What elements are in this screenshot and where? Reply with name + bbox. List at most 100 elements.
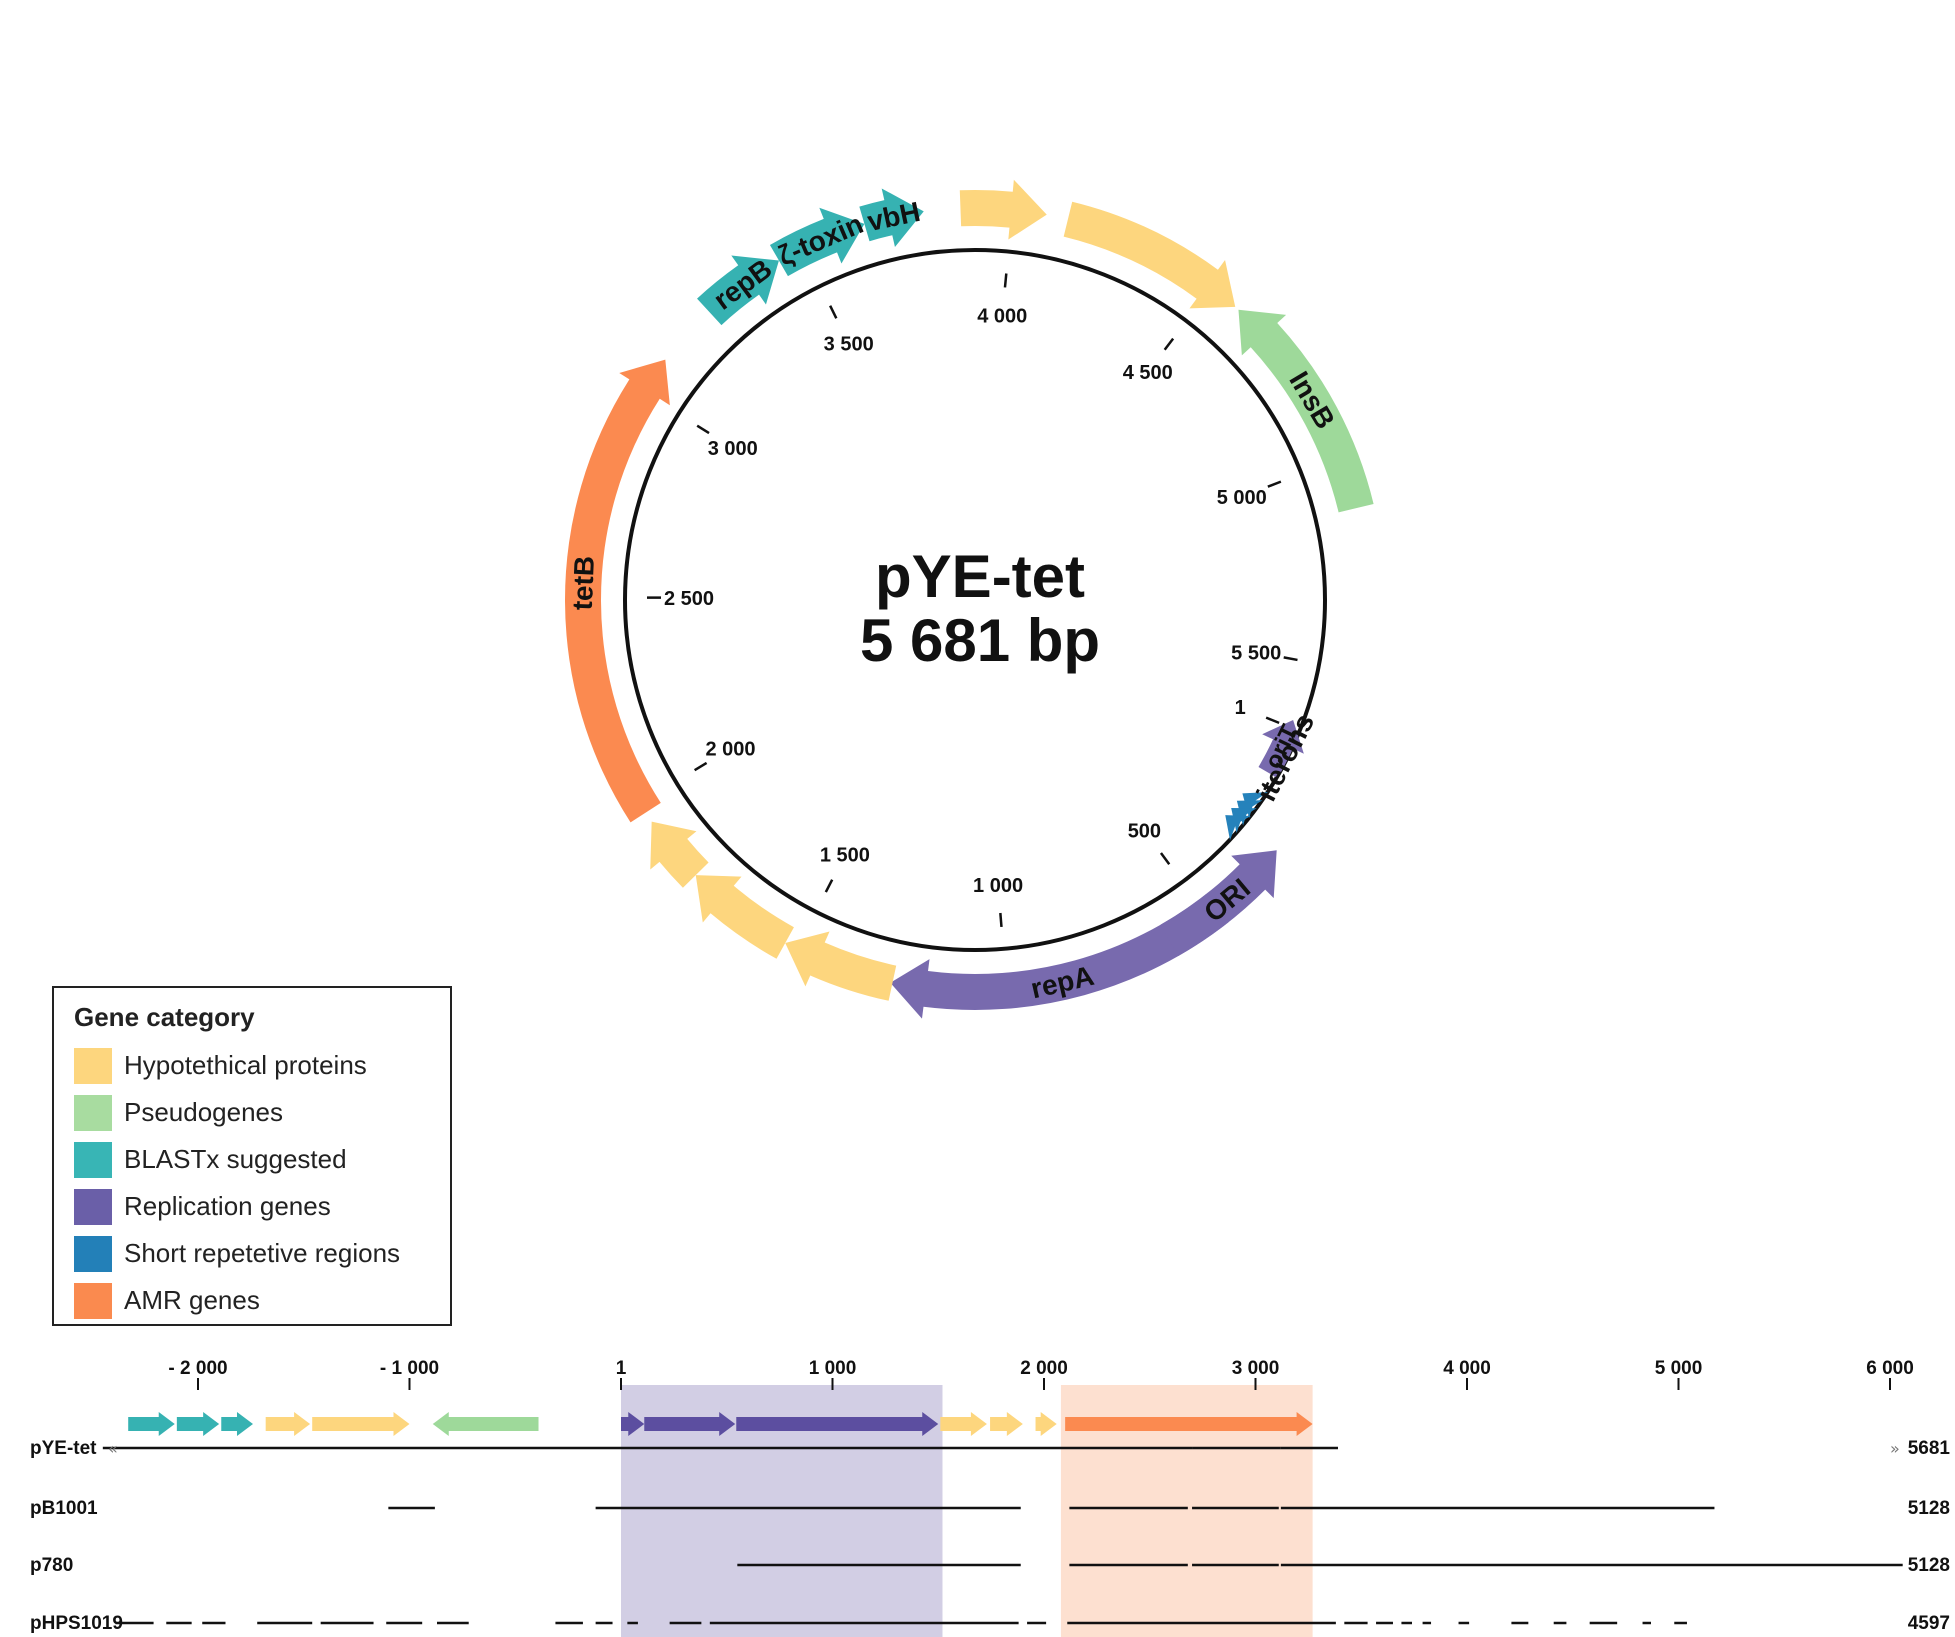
row-length: 4597 [1908,1613,1950,1634]
linear-gene-arrow [621,1412,645,1436]
tick-mark [693,761,708,772]
legend: Gene category Hypotethical proteins Pseu… [52,986,452,1326]
gene-arrow-hypothetical-2 [695,875,794,959]
tick-mark [824,879,834,893]
linear-gene-arrow [736,1412,939,1436]
gene-arrow-repa [890,893,1229,1019]
row-name-p780: p780 [30,1555,73,1576]
backbone-circle [623,248,1327,952]
circular-end-icon: » [1890,1439,1900,1458]
gene-label: tetB [567,555,600,611]
gene-arrow-insb [1238,309,1374,513]
circular-start-icon: « [108,1439,118,1458]
row-name-phps1019: pHPS1019 [30,1613,123,1634]
legend-item-replication: Replication genes [74,1185,444,1225]
gene-label: ζ-toxin [774,208,868,272]
plasmid-size: 5 681 bp [859,607,1101,674]
tick-label: 4 500 [1123,362,1173,384]
axis-tick-label: 1 000 [809,1358,857,1379]
tick-label: 1 500 [820,845,870,867]
row-name-pye-tet: pYE-tet [30,1438,97,1459]
iteron-chevron [1231,808,1257,834]
axis-tick-label: - 2 000 [168,1358,227,1379]
legend-swatch [74,1283,112,1319]
gene-arrow-hypothetical-8 [959,179,1047,240]
tick-mark [829,305,838,319]
axis-tick-label: 4 000 [1443,1358,1491,1379]
tick-mark [1003,273,1008,288]
linear-gene-arrow [221,1412,253,1436]
tick-mark [1283,656,1298,662]
row-length: 5128 [1908,1555,1950,1576]
plasmid-name: pYE-tet [875,543,1085,610]
linear-gene-arrow [265,1412,311,1436]
axis-tick-label: 5 000 [1655,1358,1703,1379]
tick-label: 3 500 [824,333,874,355]
circular-map: 500 1 000 1 500 2 000 2 500 3 000 3 500 4 000 4 … [565,179,1374,1019]
gene-label: repA [1028,960,1097,1004]
legend-swatch [74,1236,112,1272]
legend-label: Pseudogenes [124,1097,284,1127]
gene-arrow-hypothetical-9 [1063,201,1236,309]
legend-swatch [74,1048,112,1084]
plasmid-title: pYE-tet 5 681 bp [700,545,1260,673]
legend-label: BLASTx suggested [124,1144,347,1174]
gene-label: vbH [865,196,923,237]
tick-mark [1265,716,1280,725]
axis-tick-label: 3 000 [1232,1358,1280,1379]
tick-mark [1163,337,1175,351]
row-name-pb1001: pB1001 [30,1498,98,1519]
axis-tick-label: 2 000 [1020,1358,1068,1379]
legend-item-pseudogenes: Pseudogenes [74,1091,444,1131]
tick-mark [999,912,1003,928]
linear-gene-arrow [176,1412,220,1436]
tick-label: 5 500 [1231,642,1281,664]
linear-gene-arrow [1035,1412,1057,1436]
linear-comparison: - 2 000 - 1 000 1 1 000 2 000 3 000 4 000 5 000… [30,1358,1950,1637]
legend-swatch [74,1142,112,1178]
axis-tick-label: 1 [616,1358,627,1379]
tick-label: 4 000 [977,305,1027,327]
legend-item-hypothetical: Hypotethical proteins [74,1044,444,1084]
legend-item-repeats: Short repetetive regions [74,1232,444,1272]
tick-label: 500 [1128,820,1161,842]
linear-gene-arrow [644,1412,736,1436]
iteron-chevron [1225,815,1251,841]
axis-tick-label: - 1 000 [380,1358,439,1379]
legend-label: Replication genes [124,1191,331,1221]
legend-title: Gene category [74,1002,255,1032]
tick-mark [1267,480,1282,488]
gene-arrow-ori [1160,850,1277,957]
tick-label: 2 500 [664,588,714,610]
legend-label: Hypotethical proteins [124,1050,367,1080]
legend-item-blastx: BLASTx suggested [74,1138,444,1178]
gene-arrow-hypothetical-3 [650,821,709,888]
legend-swatch [74,1189,112,1225]
linear-gene-arrow [432,1412,539,1436]
linear-gene-arrow [990,1412,1023,1436]
legend-item-amr: AMR genes [74,1279,444,1319]
linear-gene-arrow [312,1412,410,1436]
gene-arrow-tetb [565,359,670,823]
legend-label: Short repetetive regions [124,1238,401,1268]
linear-gene-arrow [1065,1412,1313,1436]
tick-label: 2 000 [705,738,755,760]
tick-label: 3 000 [708,438,758,460]
gene-arrow-vbh [859,188,924,247]
row-length: 5681 [1908,1438,1951,1459]
gene-arrow-toxin [769,207,865,277]
tick-label: 1 [1235,697,1246,719]
row-length: 5128 [1908,1498,1950,1519]
tick-mark [1159,852,1171,866]
gene-arrow-repb [697,255,779,326]
axis-tick-label: 6 000 [1866,1358,1914,1379]
tick-mark [696,424,710,435]
legend-label: AMR genes [124,1285,260,1315]
gene-arrow-orit [1258,720,1304,779]
gene-arrow-hypothetical-1 [785,931,897,1001]
tick-label: 1 000 [973,875,1023,897]
linear-gene-arrow [940,1412,987,1436]
tick-label: 5 000 [1217,487,1267,509]
